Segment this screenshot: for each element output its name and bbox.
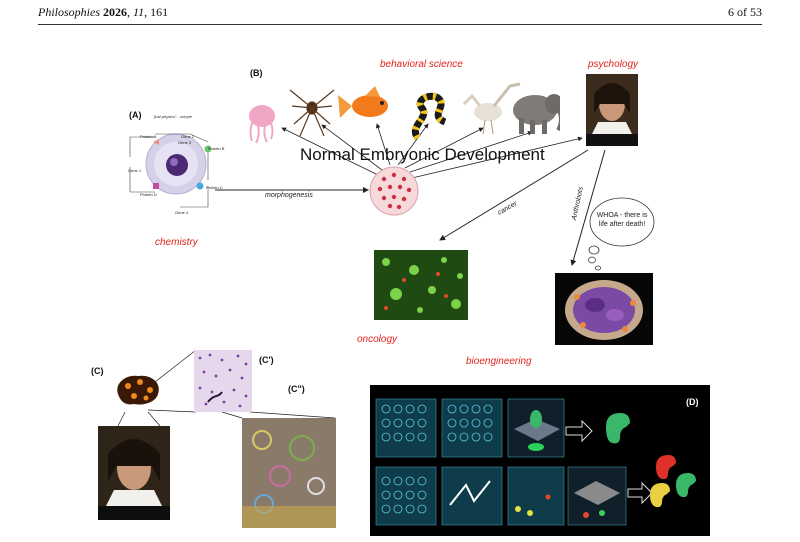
gene-4-label: Gene 4 — [175, 210, 189, 215]
arrow-to-fish — [375, 123, 391, 166]
gene-2-label: Gene 2 — [181, 134, 195, 139]
oocyte-title: "just physics" - oocyte — [153, 114, 192, 119]
protein-d-label: Protein D — [140, 192, 157, 197]
planarian-green — [676, 473, 696, 498]
zoom-line-4 — [249, 411, 336, 419]
cancer-cells-micrograph — [374, 250, 468, 320]
field-psychology: psychology — [588, 59, 639, 70]
panel-label-c: (C) — [91, 366, 104, 376]
gene-3-label: Gene 3 — [178, 140, 192, 145]
panel-label-b: (B) — [250, 68, 263, 78]
descartes-portrait-c — [98, 426, 170, 520]
arrow-to-psychology — [411, 136, 583, 179]
thought-bubble — [588, 197, 655, 271]
panel-label-a: (A) — [129, 110, 142, 120]
running-header: Philosophies 2026, 11, 161 — [38, 5, 169, 19]
morphogenesis-label: morphogenesis — [265, 192, 313, 199]
protein-c-shape — [196, 182, 204, 190]
zoom-line-5 — [117, 411, 126, 427]
snake-image — [412, 92, 447, 141]
spider-image — [289, 89, 335, 137]
protein-a-label: Protein A — [140, 134, 157, 139]
article-number: 161 — [150, 5, 169, 19]
descartes-portrait — [586, 74, 638, 146]
goldfish-image — [338, 86, 388, 118]
panel-label-c-prime: (C') — [259, 355, 274, 365]
planarian-normal — [606, 413, 630, 444]
arrow-to-spider — [321, 124, 383, 171]
gene-network-diagram — [129, 133, 212, 208]
arrow-to-pelican — [404, 127, 484, 169]
field-bioengineering: bioengineering — [466, 356, 532, 367]
cancer-arrow — [439, 149, 589, 241]
panel-label-d: (D) — [686, 397, 699, 407]
anthrobot-image — [555, 273, 653, 345]
panel-label-c-double: (C") — [288, 384, 305, 394]
field-behavioral-science: behavioral science — [380, 59, 463, 70]
elephant-image — [513, 94, 560, 134]
thought-bubble-text: WHOA - there is life after death! — [596, 212, 648, 228]
jellyfish-image — [249, 105, 275, 144]
embryo-image — [369, 166, 419, 216]
arrow-to-jellyfish — [281, 127, 379, 176]
field-oncology: oncology — [357, 334, 398, 345]
field-chemistry: chemistry — [155, 237, 198, 248]
oocyte-nucleus — [166, 154, 188, 176]
histology-image — [194, 350, 252, 412]
journal-year: 2026 — [103, 5, 127, 19]
arrow-to-elephant — [409, 130, 533, 173]
anthrobots-arrow — [570, 149, 606, 266]
protein-b-shape — [204, 145, 212, 153]
protein-c-label: Protein C — [206, 185, 223, 190]
protein-a-shape — [153, 139, 159, 145]
neuron-electron-micrograph — [242, 418, 336, 528]
page-number: 6 of 53 — [728, 5, 762, 19]
voltage-map-top — [507, 398, 565, 458]
zoom-line-2 — [147, 409, 197, 413]
protein-d-shape — [153, 183, 159, 189]
gene-1-label: Gene 1 — [128, 168, 142, 173]
zoom-line-6 — [147, 411, 161, 427]
animals-row — [249, 82, 560, 144]
brain-image — [117, 375, 159, 405]
header-rule — [38, 24, 762, 25]
zoom-line-3 — [221, 411, 243, 419]
planarian-red — [656, 455, 676, 480]
pelican-image — [462, 82, 521, 135]
protein-b-label: Protein B — [208, 146, 225, 151]
journal-name: Philosophies — [38, 5, 100, 19]
central-label: Normal Embryonic Development — [300, 145, 545, 164]
arrow-to-snake — [397, 123, 429, 166]
planarian-yellow — [650, 483, 670, 508]
voltage-map-bottom — [567, 466, 627, 526]
journal-volume: 11 — [133, 5, 145, 19]
panel-d-regeneration-figure — [370, 385, 710, 536]
